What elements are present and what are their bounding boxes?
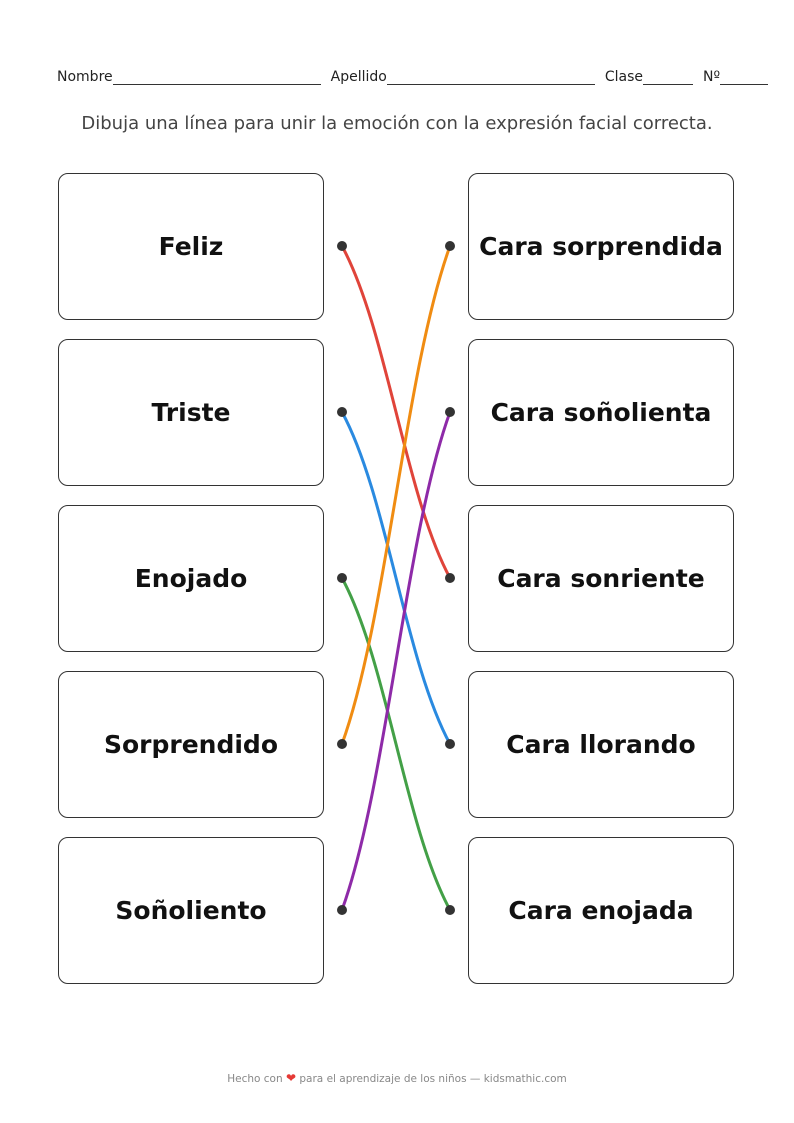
number-field[interactable] [720,70,769,85]
left-item-card[interactable]: Triste [58,339,324,486]
connection-line [340,245,452,579]
number-label: Nº [702,69,721,85]
card-label: Soñoliento [115,896,267,925]
footer-suffix: para el aprendizaje de los niños — kidsm… [299,1073,567,1085]
student-info-header: Nombre Apellido Clase Nº [57,69,769,85]
surname-field[interactable] [386,70,595,85]
connection-line [340,245,452,745]
card-label: Cara llorando [506,730,696,759]
connection-dot[interactable] [337,241,347,251]
name-field[interactable] [112,70,321,85]
connection-dot[interactable] [445,573,455,583]
card-label: Sorprendido [103,730,279,759]
footer: Hecho con ❤ para el aprendizaje de los n… [0,1071,794,1085]
left-item-card[interactable]: Soñoliento [58,837,324,984]
connection-dot[interactable] [445,407,455,417]
left-item-card[interactable]: Feliz [58,173,324,320]
right-item-card[interactable]: Cara soñolienta [468,339,734,486]
instruction: Dibuja una línea para unir la emoción co… [81,113,713,134]
left-item-card[interactable]: Enojado [58,505,324,652]
connection-dot[interactable] [337,573,347,583]
footer-prefix: Hecho con [227,1073,283,1085]
card-label: Cara soñolienta [490,398,712,427]
surname-label: Apellido [330,69,387,85]
right-item-card[interactable]: Cara llorando [468,671,734,818]
right-item-card[interactable]: Cara sorprendida [468,173,734,320]
connection-dot[interactable] [445,905,455,915]
class-field[interactable] [642,70,693,85]
heart-icon: ❤ [285,1071,297,1085]
name-label: Nombre [57,69,113,85]
connection-dot[interactable] [337,407,347,417]
connection-line [340,411,452,911]
card-label: Triste [151,398,231,427]
connection-dot[interactable] [337,739,347,749]
card-label: Cara sonriente [497,564,705,593]
card-label: Enojado [134,564,248,593]
connection-line [340,411,452,745]
card-label: Cara enojada [508,896,694,925]
left-item-card[interactable]: Sorprendido [58,671,324,818]
card-label: Feliz [158,232,224,261]
right-item-card[interactable]: Cara enojada [468,837,734,984]
connection-line [340,577,452,911]
connection-dot[interactable] [337,905,347,915]
class-label: Clase [604,69,643,85]
right-item-card[interactable]: Cara sonriente [468,505,734,652]
card-label: Cara sorprendida [479,232,723,261]
connection-dot[interactable] [445,739,455,749]
connection-dot[interactable] [445,241,455,251]
